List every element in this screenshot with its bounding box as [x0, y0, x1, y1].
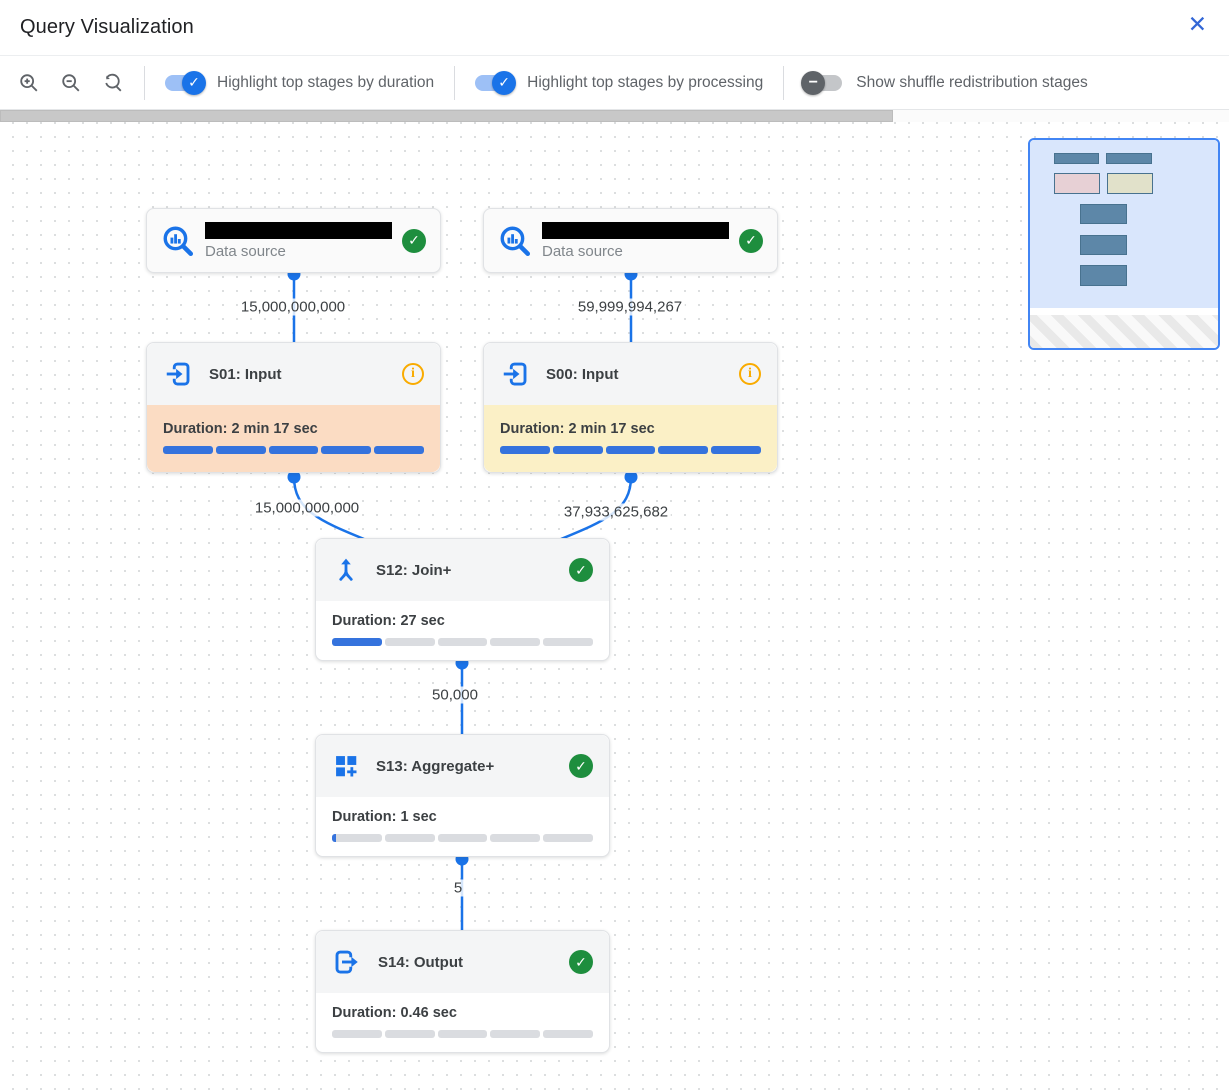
edge-label: 59,999,994,267 [574, 298, 686, 316]
data-source-node-2[interactable]: Data source ✓ [483, 208, 778, 273]
stage-duration: Duration: 0.46 sec [332, 1005, 457, 1021]
data-source-info: Data source [542, 221, 731, 260]
data-source-node-1[interactable]: Data source ✓ [146, 208, 441, 273]
zoom-controls [0, 72, 144, 94]
info-icon[interactable]: i [739, 363, 761, 385]
status-check-icon: ✓ [739, 228, 763, 253]
zoom-reset-icon[interactable] [102, 72, 124, 94]
toggle-label: Highlight top stages by processing [527, 73, 764, 91]
stage-title: S00: Input [546, 365, 619, 383]
stage-title: S01: Input [209, 365, 282, 383]
edge-label: 15,000,000,000 [251, 499, 363, 517]
page-title: Query Visualization [20, 16, 194, 38]
toggle-group-shuffle: − Show shuffle redistribution stages [784, 70, 1108, 95]
edge-label: 5 [450, 879, 466, 897]
input-icon [503, 362, 527, 386]
minimap-node-highlight-duration [1054, 173, 1100, 194]
stage-metrics: Duration: 0.46 sec [316, 993, 609, 1052]
stage-header: S01: Input i [147, 343, 440, 405]
toolbar-divider [144, 65, 145, 100]
status-check-icon: ✓ [569, 558, 593, 582]
toolbar-divider [783, 65, 785, 100]
stage-metrics: Duration: 2 min 17 sec [147, 405, 440, 472]
minimap-node [1080, 265, 1127, 286]
stage-duration: Duration: 2 min 17 sec [163, 421, 318, 437]
toggle-highlight-processing[interactable]: ✓ [475, 70, 517, 95]
info-icon[interactable]: i [402, 363, 424, 385]
duration-progress-bar [332, 1030, 593, 1038]
query-graph-canvas[interactable]: 15,000,000,000 59,999,994,267 15,000,000… [0, 122, 1229, 1090]
data-source-icon [500, 226, 531, 256]
input-icon [166, 362, 190, 386]
stage-header: S00: Input i [484, 343, 777, 405]
toggle-group-processing: ✓ Highlight top stages by processing [455, 70, 783, 95]
stage-metrics: Duration: 2 min 17 sec [484, 405, 777, 472]
toggle-check-icon: ✓ [492, 70, 517, 95]
edge-label: 15,000,000,000 [237, 298, 349, 316]
stage-node-s13[interactable]: S13: Aggregate+ ✓ Duration: 1 sec [315, 734, 610, 857]
toggle-minus-icon: − [801, 70, 826, 95]
edge-label: 50,000 [429, 686, 481, 704]
data-source-info: Data source [205, 221, 394, 260]
stage-header: S12: Join+ ✓ [316, 539, 609, 601]
stage-duration: Duration: 27 sec [332, 613, 445, 629]
status-check-icon: ✓ [569, 754, 593, 778]
stage-duration: Duration: 1 sec [332, 809, 437, 825]
join-icon [339, 558, 353, 581]
redacted-source-name [542, 221, 729, 239]
graph-minimap[interactable] [1028, 138, 1220, 350]
toggle-label: Show shuffle redistribution stages [856, 73, 1088, 91]
stage-node-s14[interactable]: S14: Output ✓ Duration: 0.46 sec [315, 930, 610, 1053]
minimap-node-highlight-processing [1107, 173, 1153, 194]
stage-header: S14: Output ✓ [316, 931, 609, 993]
toolbar: ✓ Highlight top stages by duration ✓ Hig… [0, 56, 1229, 110]
toggle-show-shuffle[interactable]: − [801, 70, 843, 95]
status-check-icon: ✓ [569, 950, 593, 974]
zoom-out-icon[interactable] [60, 72, 82, 94]
scrollbar-thumb[interactable] [0, 110, 893, 122]
stage-title: S12: Join+ [376, 561, 452, 579]
stage-header: S13: Aggregate+ ✓ [316, 735, 609, 797]
minimap-node [1054, 153, 1099, 164]
toggle-highlight-duration[interactable]: ✓ [165, 70, 206, 95]
minimap-node [1080, 204, 1127, 224]
minimap-node [1080, 235, 1127, 255]
minimap-outside-area [1030, 315, 1218, 348]
stage-node-s12[interactable]: S12: Join+ ✓ Duration: 27 sec [315, 538, 610, 661]
stage-node-s00[interactable]: S00: Input i Duration: 2 min 17 sec [483, 342, 778, 473]
aggregate-icon [336, 756, 357, 777]
stage-metrics: Duration: 27 sec [316, 601, 609, 660]
dialog-header: Query Visualization ✕ [0, 0, 1229, 56]
duration-progress-bar [500, 446, 761, 454]
duration-progress-bar [332, 834, 593, 842]
redacted-source-name [205, 221, 392, 239]
stage-node-s01[interactable]: S01: Input i Duration: 2 min 17 sec [146, 342, 441, 473]
duration-progress-bar [332, 638, 593, 646]
stage-title: S14: Output [378, 953, 463, 971]
stage-title: S13: Aggregate+ [376, 757, 495, 775]
data-source-caption: Data source [542, 242, 623, 260]
zoom-in-icon[interactable] [18, 72, 40, 94]
toggle-label: Highlight top stages by duration [217, 73, 435, 91]
output-icon [335, 950, 358, 974]
duration-progress-bar [163, 446, 424, 454]
stage-duration: Duration: 2 min 17 sec [500, 421, 655, 437]
data-source-icon [163, 226, 194, 256]
toggle-group-duration: ✓ Highlight top stages by duration [145, 70, 454, 95]
toolbar-divider [454, 65, 456, 100]
status-check-icon: ✓ [402, 228, 426, 253]
minimap-node [1106, 153, 1152, 164]
data-source-caption: Data source [205, 242, 286, 260]
horizontal-scrollbar [0, 110, 1229, 122]
stage-metrics: Duration: 1 sec [316, 797, 609, 856]
toggle-check-icon: ✓ [182, 70, 206, 95]
close-icon[interactable]: ✕ [1187, 11, 1207, 37]
edge-label: 37,933,625,682 [560, 503, 672, 521]
